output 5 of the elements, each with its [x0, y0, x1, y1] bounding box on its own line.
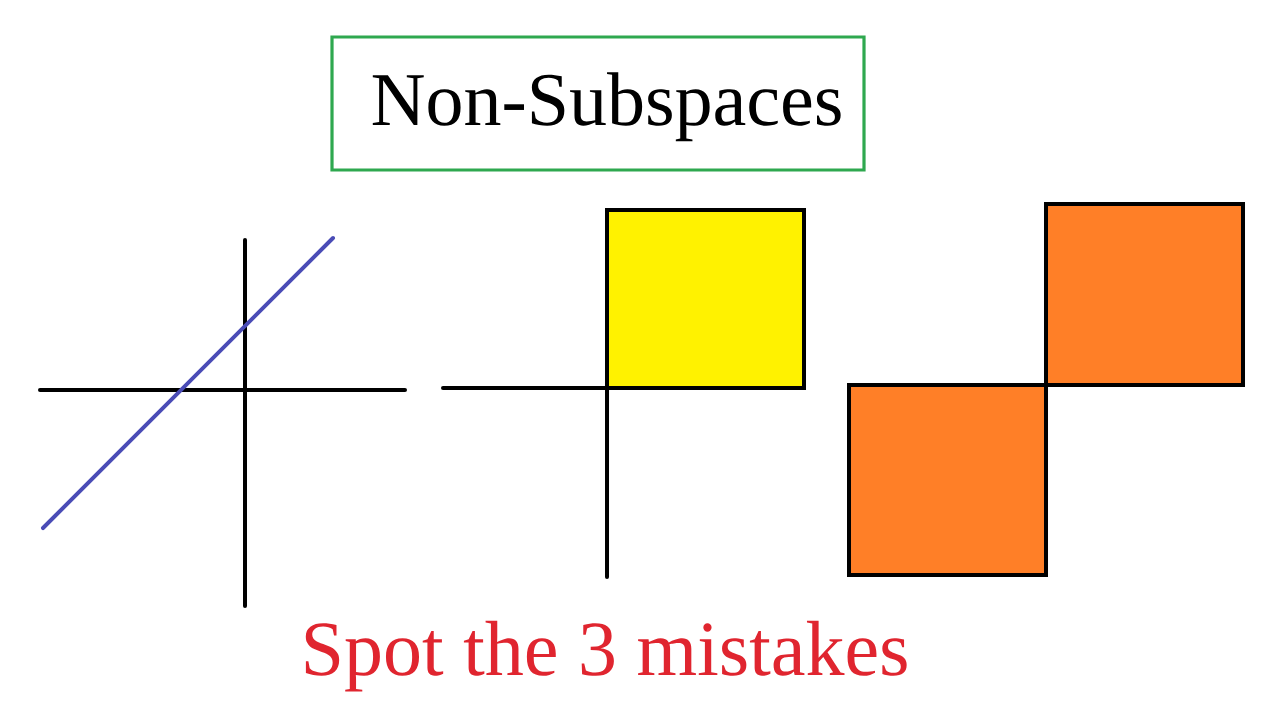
caption: Spot the 3 mistakes: [305, 620, 907, 692]
square: [847, 383, 1048, 577]
square: [1044, 202, 1245, 387]
title-box: Non-Subspaces: [330, 35, 866, 172]
square: [605, 208, 806, 390]
